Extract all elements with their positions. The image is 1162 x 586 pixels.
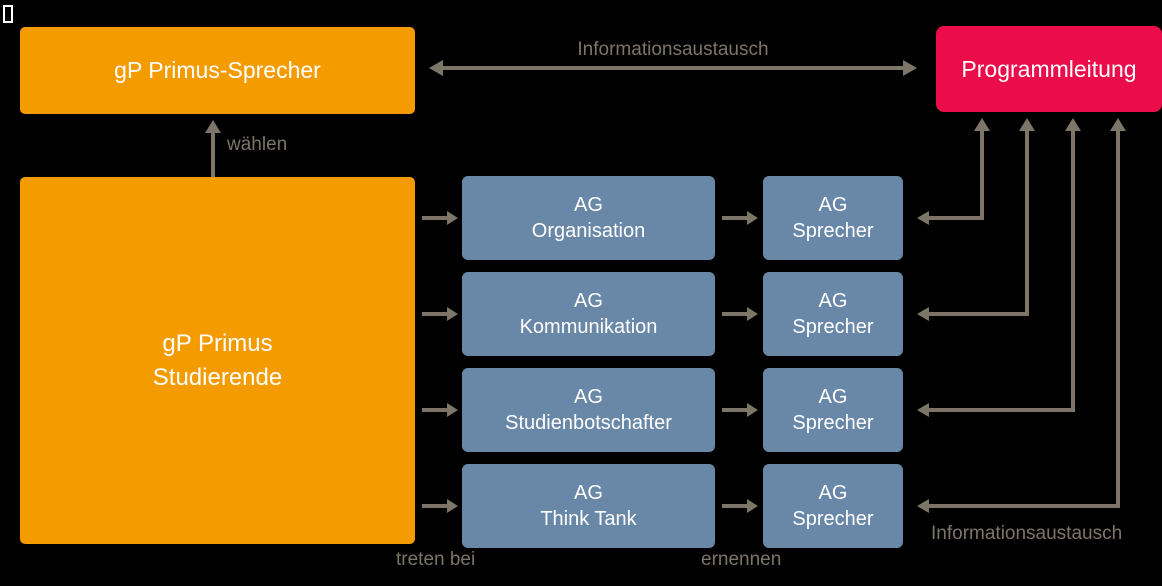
- node-gp-primus-sprecher: gP Primus-Sprecher: [20, 27, 415, 114]
- arrowhead-right-icon: [747, 211, 758, 225]
- arrow-shaft: [422, 408, 447, 412]
- edge-label-waehlen: wählen: [227, 134, 288, 155]
- node-ag-sprecher-3: AG Sprecher: [763, 368, 903, 452]
- arrowhead-left-icon: [917, 403, 929, 417]
- node-ag-sprecher-2: AG Sprecher: [763, 272, 903, 356]
- arrowhead-up-icon: [1110, 118, 1126, 131]
- arrow-shaft: [722, 312, 747, 316]
- node-label-line2: Studierende: [152, 363, 283, 391]
- node-label-line1: gP Primus: [162, 329, 273, 357]
- edge-label-treten-bei: treten bei: [396, 549, 476, 570]
- connector-horizontal-shaft: [928, 408, 1075, 412]
- node-ag-sprecher-4: AG Sprecher: [763, 464, 903, 548]
- node-label: gP Primus-Sprecher: [114, 57, 321, 83]
- arrow-shaft: [722, 216, 747, 220]
- edge-label-informationsaustausch-top: Informationsaustausch: [577, 39, 769, 60]
- node-label: Programmleitung: [961, 55, 1137, 82]
- node-label-line2: Studienbotschafter: [505, 412, 672, 434]
- arrowhead-right-icon: [447, 211, 458, 225]
- arrowhead-right-icon: [447, 403, 458, 417]
- connector-vertical-shaft: [980, 130, 984, 220]
- connector-horizontal-shaft: [928, 312, 1029, 316]
- node-label-line1: AG: [818, 194, 848, 216]
- connector-vertical-shaft: [1116, 130, 1120, 508]
- arrowhead-right-icon: [903, 60, 917, 76]
- node-label-line2: Sprecher: [792, 412, 874, 434]
- arrowhead-up-icon: [974, 118, 990, 131]
- node-gp-primus-studierende: gP Primus Studierende: [20, 177, 415, 544]
- arrow-shaft: [722, 504, 747, 508]
- edge-label-ernennen: ernennen: [701, 549, 782, 570]
- node-ag-think-tank: AG Think Tank: [462, 464, 715, 548]
- arrowhead-right-icon: [747, 307, 758, 321]
- arrow-shaft: [722, 408, 747, 412]
- arrowhead-left-icon: [429, 60, 443, 76]
- node-label-line2: Sprecher: [792, 316, 874, 338]
- arrow-shaft: [422, 216, 447, 220]
- node-label-line2: Kommunikation: [519, 316, 658, 338]
- node-ag-kommunikation: AG Kommunikation: [462, 272, 715, 356]
- node-label-line1: AG: [818, 290, 848, 312]
- node-label-line1: AG: [574, 482, 603, 504]
- node-label-line2: Sprecher: [792, 220, 874, 242]
- node-ag-organisation: AG Organisation: [462, 176, 715, 260]
- arrowhead-right-icon: [447, 307, 458, 321]
- node-label-line2: Think Tank: [540, 508, 637, 530]
- arrow-shaft: [211, 131, 215, 177]
- connector-horizontal-shaft: [928, 504, 1120, 508]
- node-label-line1: AG: [818, 482, 848, 504]
- node-label-line1: AG: [574, 290, 603, 312]
- edge-label-informationsaustausch-bottom: Informationsaustausch: [931, 523, 1123, 544]
- connector-vertical-shaft: [1071, 130, 1075, 412]
- node-programmleitung: Programmleitung: [936, 26, 1162, 112]
- node-ag-sprecher-1: AG Sprecher: [763, 176, 903, 260]
- arrow-shaft: [441, 66, 905, 70]
- connector-vertical-shaft: [1025, 130, 1029, 316]
- arrowhead-right-icon: [747, 403, 758, 417]
- arrowhead-right-icon: [747, 499, 758, 513]
- node-label-line2: Organisation: [531, 220, 646, 242]
- missing-glyph-artifact: [3, 5, 13, 23]
- arrowhead-left-icon: [917, 499, 929, 513]
- arrowhead-up-icon: [1019, 118, 1035, 131]
- arrowhead-up-icon: [1065, 118, 1081, 131]
- arrowhead-left-icon: [917, 307, 929, 321]
- node-label-line2: Sprecher: [792, 508, 874, 530]
- node-label-line1: AG: [574, 194, 603, 216]
- node-label-line1: AG: [818, 386, 848, 408]
- node-label-line1: AG: [574, 386, 603, 408]
- node-ag-studienbotschafter: AG Studienbotschafter: [462, 368, 715, 452]
- connector-horizontal-shaft: [928, 216, 984, 220]
- arrow-shaft: [422, 504, 447, 508]
- arrowhead-right-icon: [447, 499, 458, 513]
- arrowhead-up-icon: [205, 120, 221, 133]
- arrow-shaft: [422, 312, 447, 316]
- arrowhead-left-icon: [917, 211, 929, 225]
